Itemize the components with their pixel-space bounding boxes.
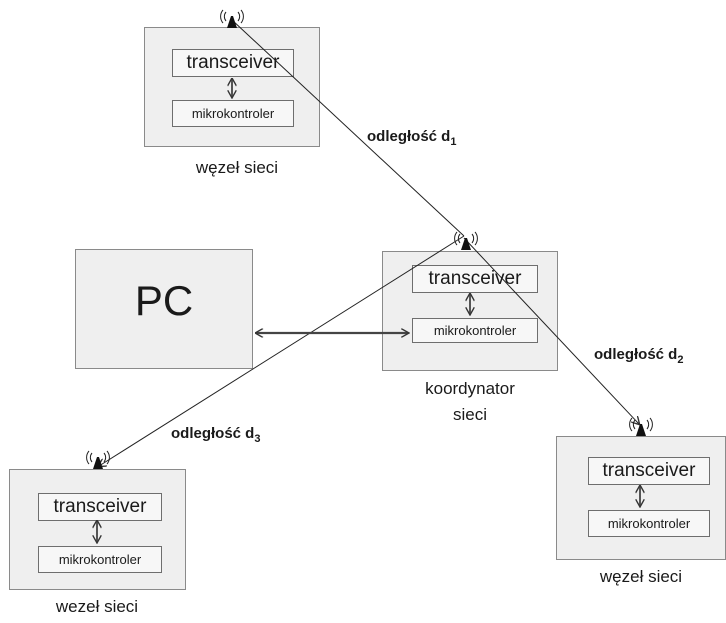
transceiver-box: transceiver [38, 493, 162, 521]
microcontroller-box: mikrokontroler [588, 510, 710, 537]
distance-label-d3: odległość d3 [171, 425, 260, 445]
coordinator-caption-line1: koordynator [425, 379, 515, 398]
node-caption: węzeł sieci [195, 158, 279, 177]
pc-label: PC [134, 277, 194, 324]
distance-label-d2: odległość d2 [594, 346, 683, 366]
antenna-icon [454, 231, 478, 250]
distance-text: odległość d [171, 425, 255, 442]
transceiver-box: transceiver [172, 49, 294, 77]
distance-text: odległość d [367, 128, 451, 145]
microcontroller-box: mikrokontroler [412, 318, 538, 343]
node-caption: wezeł sieci [55, 597, 139, 616]
transceiver-box: transceiver [412, 265, 538, 293]
transceiver-box: transceiver [588, 457, 710, 485]
distance-subscript: 3 [254, 433, 261, 445]
node-caption: węzeł sieci [599, 567, 683, 586]
link-d2-line [463, 237, 639, 424]
distance-label-d1: odległość d1 [367, 128, 456, 148]
coordinator-caption-line2: sieci [452, 405, 487, 424]
distance-text: odległość d [594, 346, 678, 363]
node-top-left: transceiver mikrokontroler [144, 27, 320, 147]
pc-box: PC [75, 249, 253, 369]
link-d1-line [231, 19, 465, 237]
antenna-icon [220, 9, 244, 28]
microcontroller-box: mikrokontroler [38, 546, 162, 573]
link-d3-line [99, 235, 465, 466]
distance-subscript: 2 [677, 354, 684, 366]
distance-subscript: 1 [450, 136, 457, 148]
antenna-icon [629, 417, 653, 436]
node-bottom-left: transceiver mikrokontroler [9, 469, 186, 590]
microcontroller-box: mikrokontroler [172, 100, 294, 127]
antenna-icon [86, 450, 110, 469]
